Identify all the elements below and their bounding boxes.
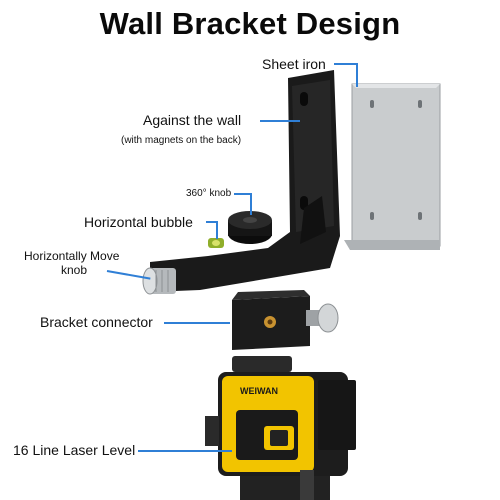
brand-label: WEIWAN — [240, 386, 278, 396]
leader-bracket-connector — [164, 322, 230, 324]
leader-360-knob — [234, 193, 252, 195]
bracket-connector-part — [232, 290, 339, 350]
l-bracket — [150, 70, 340, 292]
leader-against-wall — [260, 120, 300, 122]
label-360-knob: 360° knob — [186, 188, 232, 199]
leader-horizontal-bubble — [206, 221, 218, 223]
page-title: Wall Bracket Design — [99, 6, 401, 41]
bubble-vial — [208, 238, 224, 248]
move-knob — [142, 267, 176, 295]
leader-sheet-iron — [334, 63, 358, 65]
sheet-iron-plate — [344, 83, 441, 250]
label-move-knob-1: Horizontally Move — [24, 249, 120, 263]
label-bracket-connector: Bracket connector — [40, 314, 153, 330]
label-laser-level: 16 Line Laser Level — [13, 442, 136, 458]
laser-level-device — [205, 356, 356, 500]
leader-360-knob-drop — [250, 193, 252, 215]
rotation-knob — [228, 211, 272, 244]
leader-horizontal-bubble-drop — [216, 221, 218, 239]
label-against-wall: Against the wall — [143, 112, 242, 128]
leader-laser-level — [138, 450, 232, 452]
label-horizontal-bubble: Horizontal bubble — [84, 214, 193, 230]
label-sheet-iron: Sheet iron — [262, 56, 326, 72]
label-magnets-note: (with magnets on the back) — [121, 135, 242, 146]
label-move-knob-2: knob — [61, 263, 88, 277]
leader-sheet-iron-drop — [356, 63, 358, 87]
